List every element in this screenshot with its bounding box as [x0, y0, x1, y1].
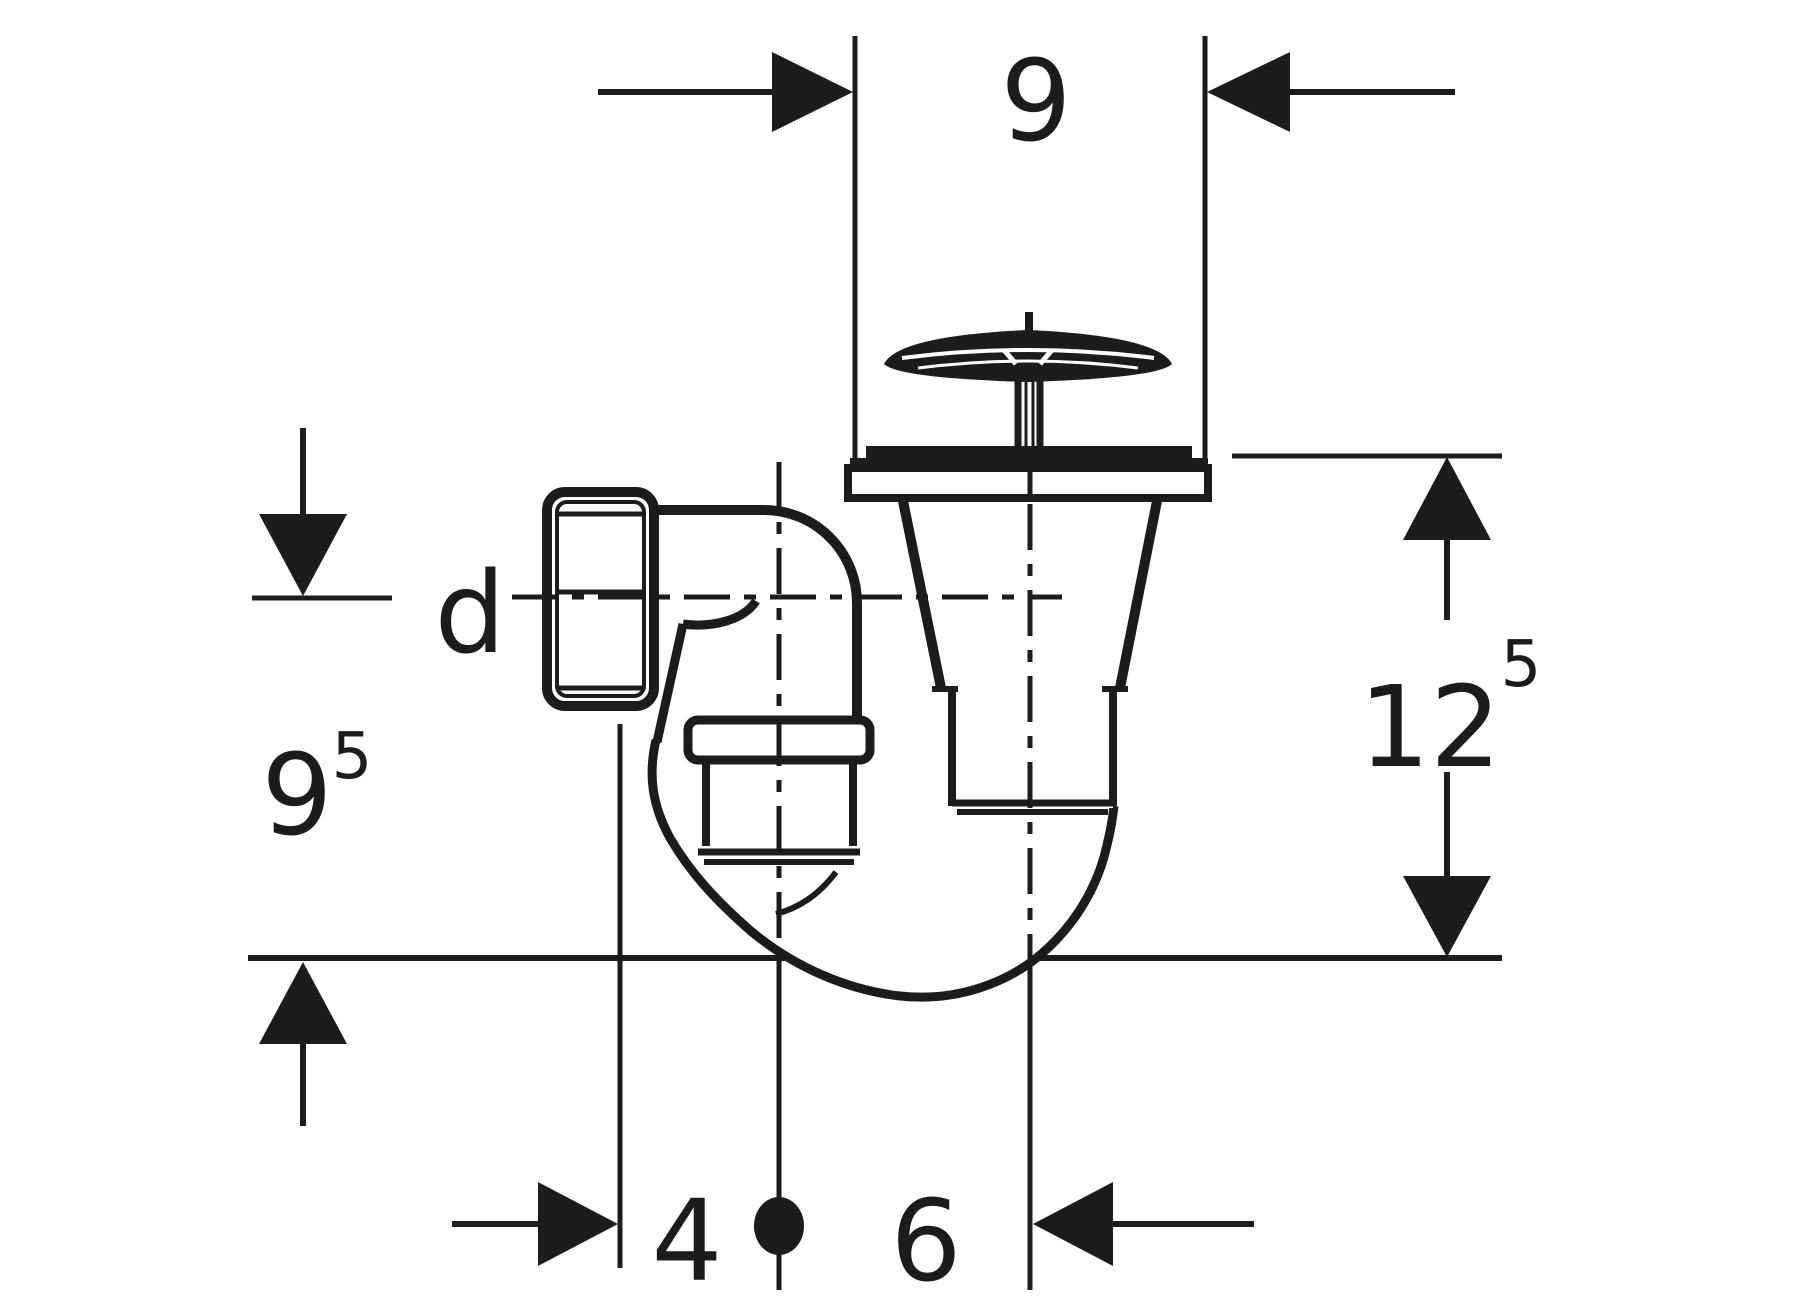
total-depth-label: 12: [1359, 663, 1502, 793]
bottom-dim-separator-dot: [754, 1197, 804, 1255]
inlet-depth-superscript: 5: [332, 720, 373, 794]
strainer-cap: [884, 330, 1172, 382]
cap-stem-outer: [1014, 368, 1044, 446]
cap-center-marks: [1002, 348, 1054, 366]
inlet-offset-label: 4: [651, 1177, 722, 1300]
left-dim-arrowhead-down: [259, 514, 347, 596]
top-dim-arrowhead-left: [772, 52, 853, 132]
cone-right-wall: [1115, 495, 1163, 689]
right-dim-arrowhead-up: [1403, 457, 1491, 540]
cap-highlight-upper: [901, 348, 1155, 360]
left-dim-arrowhead-up: [259, 962, 347, 1044]
elbow-inner-curve: [682, 598, 760, 630]
bottom-dim-arrowhead-left: [538, 1182, 618, 1266]
top-width-label: 9: [1000, 37, 1071, 167]
elbow-lower-edge: [652, 623, 688, 743]
cone-left-wall: [897, 495, 946, 689]
bowl-inner-curve: [775, 870, 839, 917]
cap-stem-inner: [1024, 372, 1035, 446]
right-dim-arrowhead-down: [1403, 876, 1491, 957]
inlet-depth-label: 9: [261, 731, 332, 861]
pipe-diameter-label: d: [434, 549, 505, 679]
bottom-dim-arrowhead-right: [1033, 1182, 1113, 1266]
top-dim-arrowhead-right: [1207, 52, 1290, 132]
drain-offset-label: 6: [890, 1177, 961, 1300]
elbow-outline: [652, 505, 862, 722]
cap-highlight-lower: [917, 359, 1139, 370]
total-depth-superscript: 5: [1501, 628, 1542, 702]
